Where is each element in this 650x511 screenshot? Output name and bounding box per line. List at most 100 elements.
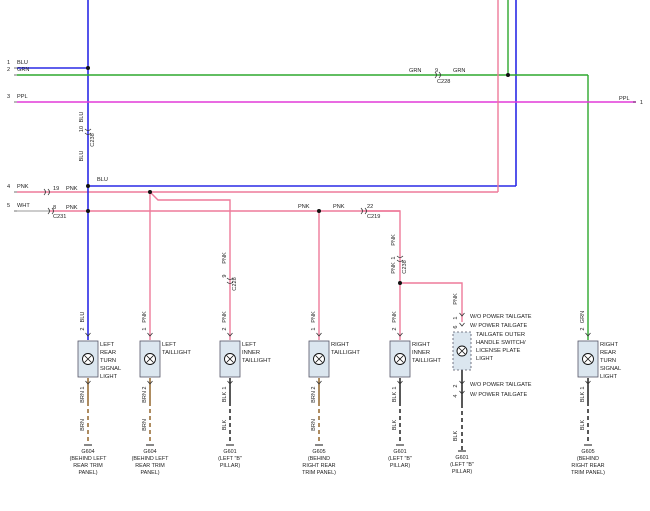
lamp-name-line: REAR xyxy=(100,350,116,356)
ground-location: RIGHT REAR xyxy=(571,463,604,469)
lamp-bottom-wire-color-lower: BRN xyxy=(142,419,148,431)
ground-id: G604 xyxy=(143,449,156,455)
connector-c219 xyxy=(360,207,367,215)
lamp-bottom-pin: 1 xyxy=(392,386,398,389)
lamp-bottom-wire-color-lower: BLK xyxy=(580,419,586,430)
lamp-bottom-wire-color: BRN xyxy=(142,391,148,403)
lamp-top-pin-marker xyxy=(147,332,153,337)
lamp-bottom-wire-color: BLK xyxy=(580,391,586,402)
pin-22-label: 22 xyxy=(367,204,373,210)
lamp-name-line: RIGHT xyxy=(600,342,618,348)
grn-splice xyxy=(506,73,510,77)
lamp-top-wire-color: PNK xyxy=(142,311,148,323)
ground-id: G601 xyxy=(223,449,236,455)
pnk-label-h: PNK xyxy=(453,293,459,305)
ground-location: (LEFT "B" xyxy=(218,456,242,462)
lamp-bottom-wire-color-lower: BLK xyxy=(222,419,228,430)
lamp-name-line: LIGHT xyxy=(600,374,618,380)
lamp-bottom-pin: 1 xyxy=(80,386,86,389)
connector-c231-wht xyxy=(47,207,54,215)
lamp-bottom-pin: 2 xyxy=(311,386,317,389)
connector-c231-pnk xyxy=(43,188,50,196)
lamp-bottom-pin: 2 xyxy=(142,386,148,389)
lamp-name-line: TAILLIGHT xyxy=(162,350,191,356)
lamp-name-line: LIGHT xyxy=(100,374,118,380)
pnk-label-d: PNK xyxy=(298,204,310,210)
lamp-top-pin: 1 xyxy=(311,327,317,330)
lamp-filament-icon xyxy=(396,355,404,363)
lamp-name-line: TAILLIGHT xyxy=(242,358,271,364)
blu-vertical-label-top: BLU xyxy=(79,112,85,123)
ground-location: (LEFT "B" xyxy=(388,456,412,462)
grn-label-left: GRN xyxy=(409,68,421,74)
pnk-label-f: PNK xyxy=(391,234,397,246)
lamp-name-line: REAR xyxy=(600,350,616,356)
lamp-bottom-pin-marker xyxy=(397,380,403,385)
left-row-color: BLU xyxy=(17,60,28,66)
lamp-bottom-wire-color: BRN xyxy=(311,391,317,403)
pnk-label-e: PNK xyxy=(333,204,345,210)
lamp-top-wire-color: BLU xyxy=(80,312,86,323)
ground-location: (BEHIND xyxy=(308,456,330,462)
blu-splice-lower xyxy=(86,184,90,188)
left-row-color: PPL xyxy=(17,94,28,100)
tailgate-name-line: LIGHT xyxy=(476,356,494,362)
lamp-top-pin: 2 xyxy=(222,327,228,330)
lamp-name-line: INNER xyxy=(412,350,430,356)
lamp-filament-icon xyxy=(315,355,323,363)
tailgate-note-bottom-a: W/O POWER TAILGATE xyxy=(470,382,532,388)
left-row-number: 3 xyxy=(7,94,10,100)
lamp-bottom-wire-color-lower: BLK xyxy=(392,419,398,430)
ground-location: TRIM PANEL) xyxy=(571,470,605,476)
lamp-top-wire-color: PNK xyxy=(222,311,228,323)
lamp-top-pin-marker xyxy=(397,332,403,337)
tailgate-note-bottom-b: W/ POWER TAILGATE xyxy=(470,392,527,398)
lamp-name-line: LEFT xyxy=(100,342,115,348)
blu-vertical-label-bottom: BLU xyxy=(79,151,85,162)
connector-c228-mid-label: C228 xyxy=(232,277,238,290)
lamp-bottom-pin-marker xyxy=(316,380,322,385)
lamp-filament-icon xyxy=(84,355,92,363)
lamp-top-pin: 1 xyxy=(142,327,148,330)
lamp-filament-icon xyxy=(146,355,154,363)
lamp-top-wire-color: PNK xyxy=(311,311,317,323)
lamp-bottom-pin-marker xyxy=(147,380,153,385)
grn-label-right: GRN xyxy=(453,68,465,74)
connector-c228-inner xyxy=(226,277,234,284)
lamp-top-wire-color: GRN xyxy=(580,311,586,323)
ground-id: G605 xyxy=(581,449,594,455)
lamp-bottom-pin: 1 xyxy=(222,386,228,389)
ground-location: PANEL) xyxy=(140,470,159,476)
right-row-number: 1 xyxy=(640,100,643,106)
tailgate-note-top-a: W/O POWER TAILGATE xyxy=(470,314,532,320)
ground-id: G605 xyxy=(312,449,325,455)
lamp-filament-icon xyxy=(584,355,592,363)
pnk-splice-tailgate xyxy=(398,281,402,285)
ground-location: PILLAR) xyxy=(390,463,411,469)
lamp-bottom-wire-color: BLK xyxy=(392,391,398,402)
connector-c228-grn xyxy=(434,71,441,79)
lamp-bottom-pin-marker xyxy=(227,380,233,385)
component-group xyxy=(14,66,636,452)
lamp-name-line: SIGNAL xyxy=(100,366,122,372)
left-row-number: 2 xyxy=(7,67,10,73)
lamp-name-line: INNER xyxy=(242,350,260,356)
tailgate-top-marker-b xyxy=(459,322,465,327)
tailgate-bottom-wire-color: BLK xyxy=(453,430,459,441)
tailgate-pin-top-a: 1 xyxy=(453,316,459,319)
pnk-wire-tailgate xyxy=(400,282,463,322)
connector-c238-blu xyxy=(84,128,92,135)
blu-wire-label: BLU xyxy=(97,177,108,183)
pin-19-label: 19 xyxy=(53,186,59,192)
tailgate-name-line: LICENSE PLATE xyxy=(476,348,520,354)
ground-location: REAR TRIM xyxy=(73,463,103,469)
ground-id: G601 xyxy=(393,449,406,455)
tailgate-name-line: HANDLE SWITCH/ xyxy=(476,340,526,346)
lamp-bottom-wire-color-lower: BRN xyxy=(80,419,86,431)
lamp-top-pin: 2 xyxy=(580,327,586,330)
ground-location: (BEHIND LEFT xyxy=(132,456,170,462)
lamp-top-pin-marker xyxy=(85,332,91,337)
tailgate-top-marker-a xyxy=(459,312,465,317)
